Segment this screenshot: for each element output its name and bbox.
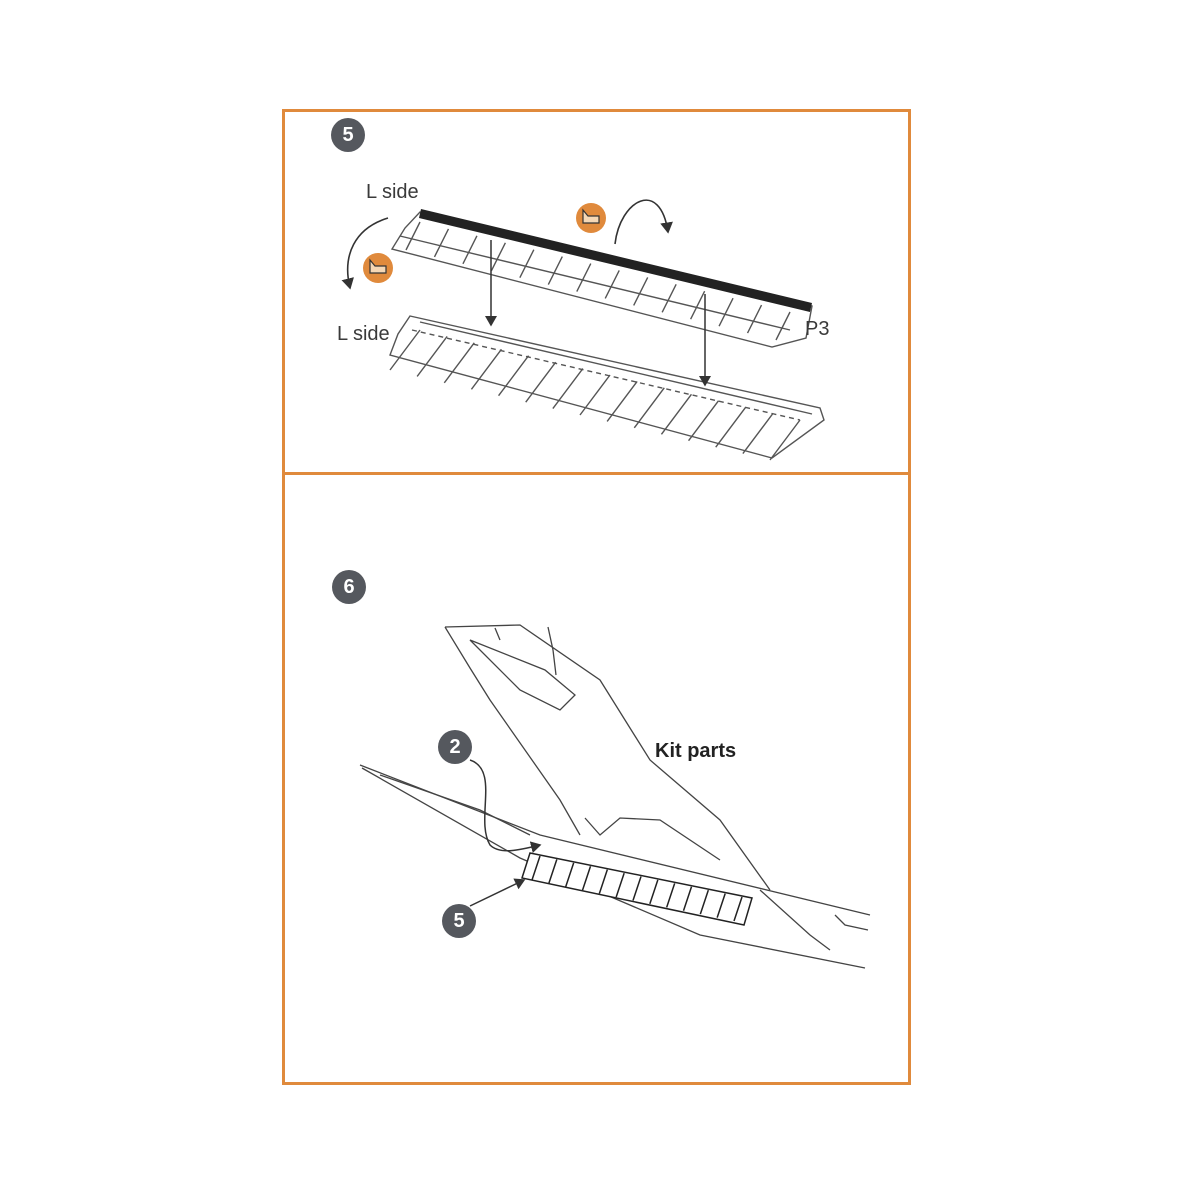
callout-badge-5: 5 bbox=[442, 904, 476, 938]
kit-parts-label: Kit parts bbox=[655, 740, 737, 762]
callout-badge-2: 2 bbox=[438, 730, 472, 764]
l-side-label-top: L side bbox=[366, 181, 419, 203]
step-5-panel bbox=[282, 109, 911, 475]
step-6-panel bbox=[282, 472, 911, 1085]
step-5-badge: 5 bbox=[331, 118, 365, 152]
l-side-label-bottom: L side bbox=[337, 323, 390, 345]
part-label-p3: P3 bbox=[805, 318, 830, 340]
step-6-badge: 6 bbox=[332, 570, 366, 604]
